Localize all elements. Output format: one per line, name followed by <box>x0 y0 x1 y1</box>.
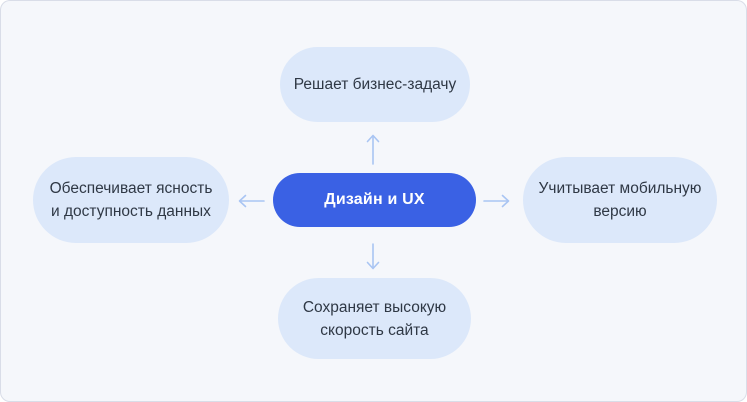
node-left-line-2: и доступность данных <box>51 203 211 220</box>
arrow-up-icon <box>366 134 380 165</box>
node-center-label: Дизайн и UX <box>324 191 425 208</box>
arrow-down-icon <box>366 243 380 270</box>
arrow-left-icon <box>238 194 265 208</box>
node-left-line-1: Обеспечивает ясность <box>49 180 213 197</box>
node-right: Учитывает мобильную версию <box>523 157 717 243</box>
node-right-line-1: Учитывает мобильную <box>538 180 702 197</box>
node-left-label: Обеспечивает ясность и доступность данны… <box>50 177 213 223</box>
node-bottom: Сохраняет высокую скорость сайта <box>278 278 471 359</box>
node-center: Дизайн и UX <box>273 173 476 227</box>
node-bottom-line-1: Сохраняет высокую <box>302 298 447 316</box>
node-right-label: Учитывает мобильную версию <box>539 177 702 223</box>
node-top-label: Решает бизнес-задачу <box>294 73 456 96</box>
arrow-right-icon <box>483 194 510 208</box>
node-bottom-label: Сохраняет высокую скорость сайта <box>303 296 446 342</box>
node-top: Решает бизнес-задачу <box>280 47 470 122</box>
node-bottom-line-2: скорость сайта <box>320 321 429 339</box>
node-top-line: Решает бизнес-задачу <box>293 76 457 93</box>
node-right-line-2: версию <box>593 203 647 220</box>
node-left: Обеспечивает ясность и доступность данны… <box>33 157 229 243</box>
